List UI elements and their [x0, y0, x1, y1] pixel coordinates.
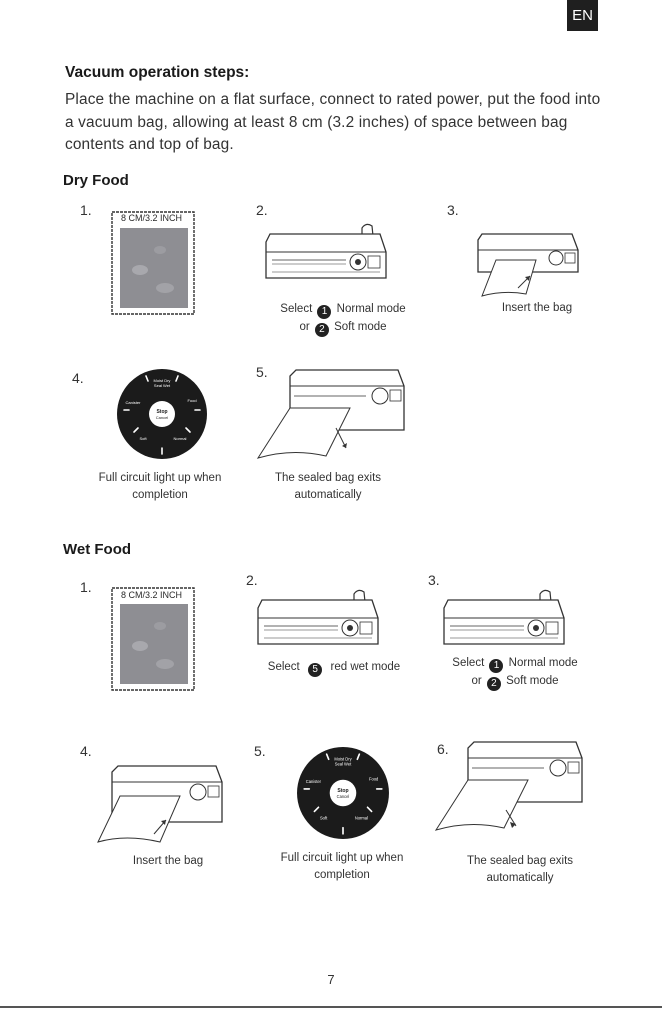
normal-mode-text: Normal mode: [336, 303, 406, 315]
wet-step-5-number: 5.: [254, 743, 266, 759]
dry-food-heading: Dry Food: [63, 172, 129, 189]
wet-vacuum-bag-illustration: [110, 586, 196, 697]
panel-canister-label: Canister: [126, 400, 142, 405]
panel-seal-wet-label: Seal Wet: [154, 383, 171, 388]
dry-control-panel-illustration: Stop Cancel Moist Dry Seal Wet Food Cani…: [116, 368, 208, 465]
or-text: or: [299, 321, 310, 333]
wet-step-6-caption-line2: automatically: [486, 872, 554, 884]
dry-vacuum-bag-illustration: [110, 210, 196, 321]
wet-step-3-caption: Select 1 Normal mode or 2 Soft mode: [434, 655, 596, 691]
page-heading: Vacuum operation steps:: [65, 64, 250, 81]
intro-paragraph: Place the machine on a flat surface, con…: [65, 91, 601, 153]
dry-step-4-number: 4.: [72, 370, 84, 386]
panel-cancel-label: Cancel: [337, 794, 350, 799]
red-wet-mode-text: red wet mode: [330, 661, 401, 673]
wet-step-1-number: 1.: [80, 579, 92, 595]
wet-step-6-caption-line1: The sealed bag exits: [466, 855, 574, 867]
select-text: Select: [452, 657, 485, 669]
dry-step-5-caption-line1: The sealed bag exits: [274, 472, 382, 484]
page-number: 7: [327, 972, 335, 987]
soft-mode-text: Soft mode: [334, 321, 387, 333]
mode-badge-5: 5: [308, 663, 323, 677]
normal-mode-text: Normal mode: [508, 657, 578, 669]
dry-step-3-caption: Insert the bag: [501, 302, 573, 314]
panel-food-label: Food: [369, 777, 378, 782]
wet-step-4-caption: Insert the bag: [132, 855, 204, 867]
wet-step-6-caption: The sealed bag exits automatically: [448, 853, 592, 887]
dry-step-2-caption: Select 1 Normal mode or 2 Soft mode: [262, 301, 424, 337]
language-tab: EN: [567, 0, 598, 31]
dry-step-5-number: 5.: [256, 364, 268, 380]
dry-step-3-number: 3.: [447, 202, 459, 218]
panel-stop-label: Stop: [156, 409, 167, 415]
wet-bag-label: 8 CM/3.2 INCH: [120, 590, 184, 600]
dry-step-5-caption: The sealed bag exits automatically: [256, 470, 400, 504]
dry-step-4-caption: Full circuit light up when completion: [80, 470, 240, 504]
panel-cancel-label: Cancel: [156, 415, 169, 420]
wet-step-5-caption-line1: Full circuit light up when: [280, 852, 404, 864]
wet-step-4-number: 4.: [80, 743, 92, 759]
bottom-rule: [0, 1006, 662, 1008]
panel-moist-dry-label: Moist Dry: [334, 756, 352, 761]
panel-stop-label: Stop: [337, 788, 348, 794]
dry-step-1-number: 1.: [80, 202, 92, 218]
wet-machine-lid-open-illustration: [254, 588, 384, 661]
wet-step-3-number: 3.: [428, 572, 440, 588]
wet-step-5-caption-line2: completion: [314, 869, 370, 881]
mode-badge-1: 1: [489, 659, 504, 673]
wet-step-5-caption: Full circuit light up when completion: [262, 850, 422, 884]
wet-step-2-caption: Select 5 red wet mode: [250, 659, 418, 677]
wet-machine-lid-open-illustration-2: [440, 588, 570, 661]
dry-machine-lid-open-illustration: [262, 222, 392, 295]
wet-machine-insert-bag-illustration: [96, 760, 226, 851]
dry-step-4-caption-line2: completion: [132, 489, 188, 501]
select-text: Select: [267, 661, 300, 673]
panel-normal-label: Normal: [174, 436, 187, 441]
dry-step-2-number: 2.: [256, 202, 268, 218]
panel-canister-label: Canister: [306, 779, 322, 784]
panel-moist-dry-label: Moist Dry: [154, 378, 171, 383]
or-text: or: [471, 675, 482, 687]
dry-sealed-bag-exits-illustration: [256, 364, 406, 465]
panel-soft-label: Soft: [320, 816, 328, 821]
soft-mode-text: Soft mode: [506, 675, 559, 687]
wet-food-heading: Wet Food: [63, 541, 132, 558]
panel-normal-label: Normal: [355, 816, 368, 821]
mode-badge-2: 2: [486, 677, 501, 691]
wet-step-6-number: 6.: [437, 741, 449, 757]
panel-soft-label: Soft: [139, 436, 147, 441]
panel-food-label: Food: [187, 398, 196, 403]
dry-bag-label: 8 CM/3.2 INCH: [120, 213, 184, 223]
dry-step-4-caption-line1: Full circuit light up when: [98, 472, 222, 484]
wet-step-2-number: 2.: [246, 572, 258, 588]
dry-step-5-caption-line2: automatically: [294, 489, 362, 501]
mode-badge-2: 2: [314, 323, 329, 337]
dry-machine-insert-bag-illustration: [474, 226, 584, 303]
panel-seal-wet-label: Seal Wet: [335, 761, 352, 766]
wet-sealed-bag-exits-illustration: [434, 736, 584, 837]
mode-badge-1: 1: [317, 305, 332, 319]
select-text: Select: [280, 303, 313, 315]
wet-control-panel-illustration: Stop Cancel Moist Dry Seal Wet Food Cani…: [296, 746, 390, 845]
